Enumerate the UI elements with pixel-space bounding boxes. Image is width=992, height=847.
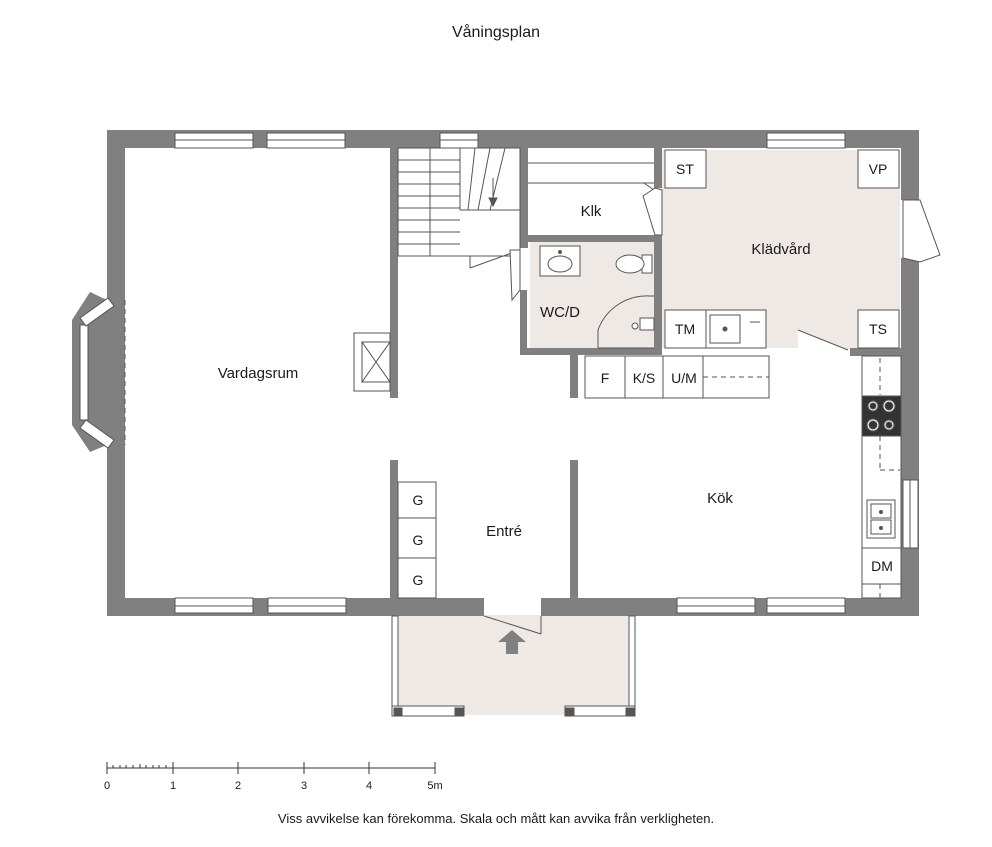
fixture-label-dm: DM <box>871 558 893 574</box>
dm-box <box>861 547 902 585</box>
klk-shelf <box>528 162 655 191</box>
fixture-label-g1: G <box>413 492 424 508</box>
fixture-label-f: F <box>601 370 610 386</box>
entry <box>391 615 636 717</box>
room-label-wcd: WC/D <box>540 304 580 321</box>
entry-arrow-icon <box>498 630 526 654</box>
scale-tick-1: 1 <box>170 780 176 792</box>
fixture-label-ks: K/S <box>633 370 656 386</box>
plan-title: Våningsplan <box>452 23 540 41</box>
wcd-shower-drain <box>639 317 655 331</box>
fixture-label-vp: VP <box>869 161 888 177</box>
scale-tick-4: 4 <box>366 780 372 792</box>
fixture-label-tm: TM <box>675 321 695 337</box>
kladvard-fixtures <box>642 149 941 351</box>
staircase <box>397 147 521 269</box>
room-label-kok: Kök <box>707 490 733 507</box>
scale-tick-5: 5m <box>427 780 442 792</box>
scale-bar <box>106 762 436 774</box>
vp-box <box>857 149 900 189</box>
closets <box>397 481 437 599</box>
tm-box <box>664 309 707 349</box>
fireplace <box>353 332 391 392</box>
bay-window <box>72 292 126 452</box>
st-box <box>664 149 707 189</box>
room-label-entre: Entré <box>486 523 522 540</box>
porch-floor <box>395 615 632 715</box>
fixture-label-st: ST <box>676 161 694 177</box>
room-labels: Vardagsrum Klk Klädvård WC/D Entré Kök <box>218 203 811 540</box>
scale-tick-2: 2 <box>235 780 241 792</box>
room-label-kladvard: Klädvård <box>751 241 810 258</box>
scale-tick-3: 3 <box>301 780 307 792</box>
scale-labels: 0 1 2 3 4 5m <box>104 780 443 792</box>
interior-walls <box>390 148 901 600</box>
stove <box>861 395 902 437</box>
room-label-vardagsrum: Vardagsrum <box>218 365 299 382</box>
wcd-fixtures <box>509 245 655 349</box>
windows <box>174 132 919 614</box>
fixture-label-um: U/M <box>671 370 697 386</box>
disclaimer-note: Viss avvikelse kan förekomma. Skala och … <box>278 811 714 826</box>
room-label-klk: Klk <box>581 203 602 220</box>
ts-box <box>857 309 900 349</box>
tinted-floors <box>395 150 900 715</box>
wcd-toilet <box>615 254 645 274</box>
kladvard-floor <box>655 150 900 350</box>
fixture-label-g2: G <box>413 532 424 548</box>
fixture-label-ts: TS <box>869 321 887 337</box>
fixture-label-g3: G <box>413 572 424 588</box>
appliance-row <box>584 355 770 399</box>
fixture-labels: ST VP TM TS F K/S U/M DM G G G <box>413 161 893 588</box>
kitchen-counter <box>861 355 902 599</box>
scale-tick-0: 0 <box>104 780 110 792</box>
